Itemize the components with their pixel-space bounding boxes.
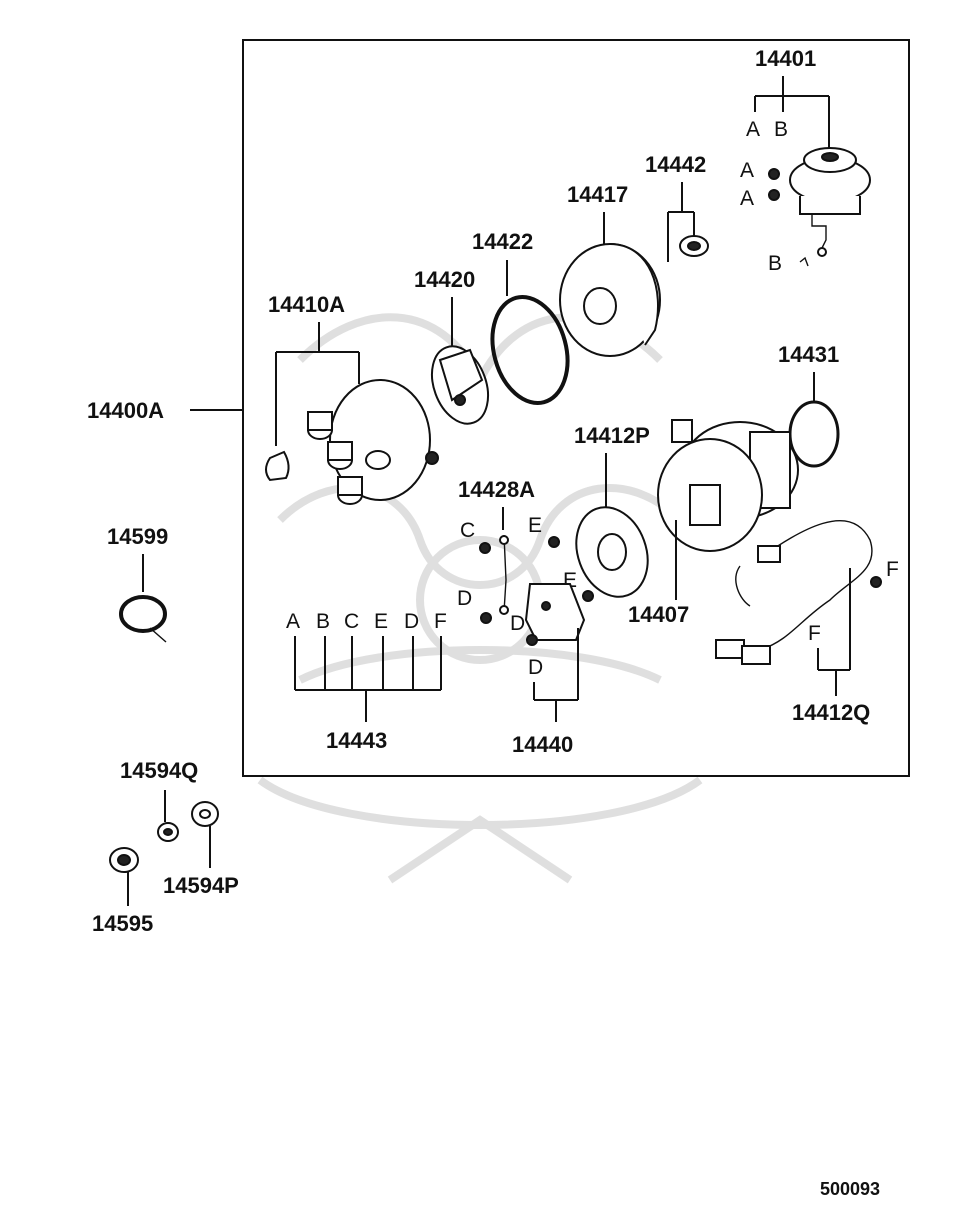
letter-b: B bbox=[316, 610, 330, 633]
letter-a: A bbox=[746, 118, 760, 141]
washer-part bbox=[191, 801, 219, 827]
label-14422: 14422 bbox=[472, 229, 533, 254]
label-14599: 14599 bbox=[107, 524, 168, 549]
o-ring-part bbox=[788, 400, 840, 468]
screw-icon bbox=[526, 634, 538, 646]
letter-c: C bbox=[460, 519, 475, 542]
label-14442: 14442 bbox=[645, 152, 706, 177]
hose-clamp-part bbox=[119, 595, 167, 633]
label-14412P: 14428A bbox=[458, 477, 535, 502]
label-14420: 14420 bbox=[414, 267, 475, 292]
letter-e: E bbox=[374, 610, 388, 633]
letter-a: A bbox=[740, 159, 754, 182]
letter-d: D bbox=[404, 610, 419, 633]
screw-icon bbox=[480, 612, 492, 624]
letter-b: B bbox=[768, 252, 782, 275]
vacuum-advance-unit bbox=[789, 147, 871, 257]
letter-b: B bbox=[774, 118, 788, 141]
rotor-part bbox=[430, 345, 490, 425]
screw-icon bbox=[768, 168, 780, 201]
screw-icon bbox=[548, 536, 560, 548]
letter-f: F bbox=[808, 622, 821, 645]
screw-icon bbox=[479, 542, 491, 554]
washer-part bbox=[157, 822, 179, 842]
wire-part bbox=[503, 534, 507, 613]
ignition-module-part bbox=[524, 583, 586, 641]
diagram-id: 500093 bbox=[820, 1179, 880, 1199]
o-ring-part bbox=[490, 295, 570, 405]
label-14407: 14412P bbox=[574, 423, 650, 448]
letter-a: A bbox=[740, 187, 754, 210]
distributor-cap-part bbox=[265, 379, 439, 505]
label-14417: 14417 bbox=[567, 182, 628, 207]
letter-d: D bbox=[457, 587, 472, 610]
screw-icon bbox=[870, 576, 882, 588]
wiring-harness-part bbox=[715, 520, 873, 665]
label-14410A: 14410A bbox=[268, 292, 345, 317]
distributor-body-part bbox=[657, 419, 799, 552]
label-14594P: 14594P bbox=[163, 873, 239, 898]
label-14412Q: 14412Q bbox=[792, 700, 870, 725]
screw-icon bbox=[582, 590, 594, 602]
letter-e: E bbox=[528, 514, 542, 537]
label-14401: 14401 bbox=[755, 46, 816, 71]
label-14400A: 14400A bbox=[87, 398, 164, 423]
letter-f: F bbox=[886, 558, 899, 581]
letter-d: D bbox=[528, 656, 543, 679]
bushing-part bbox=[679, 235, 709, 257]
letter-a: A bbox=[286, 610, 300, 633]
letter-f: F bbox=[434, 610, 447, 633]
label-14440: 14440 bbox=[512, 732, 573, 757]
nut-part bbox=[109, 847, 139, 873]
breaker-plate-part bbox=[575, 506, 649, 598]
letter-d: D bbox=[510, 612, 525, 635]
label-14428A: 14407 bbox=[628, 602, 689, 627]
label-14431: 14431 bbox=[778, 342, 839, 367]
assembly-frame bbox=[242, 39, 910, 777]
label-14594Q: 14594Q bbox=[120, 758, 198, 783]
housing-part bbox=[559, 243, 661, 357]
label-14443: 14443 bbox=[326, 728, 387, 753]
label-14595: 14595 bbox=[92, 911, 153, 936]
letter-c: C bbox=[344, 610, 359, 633]
